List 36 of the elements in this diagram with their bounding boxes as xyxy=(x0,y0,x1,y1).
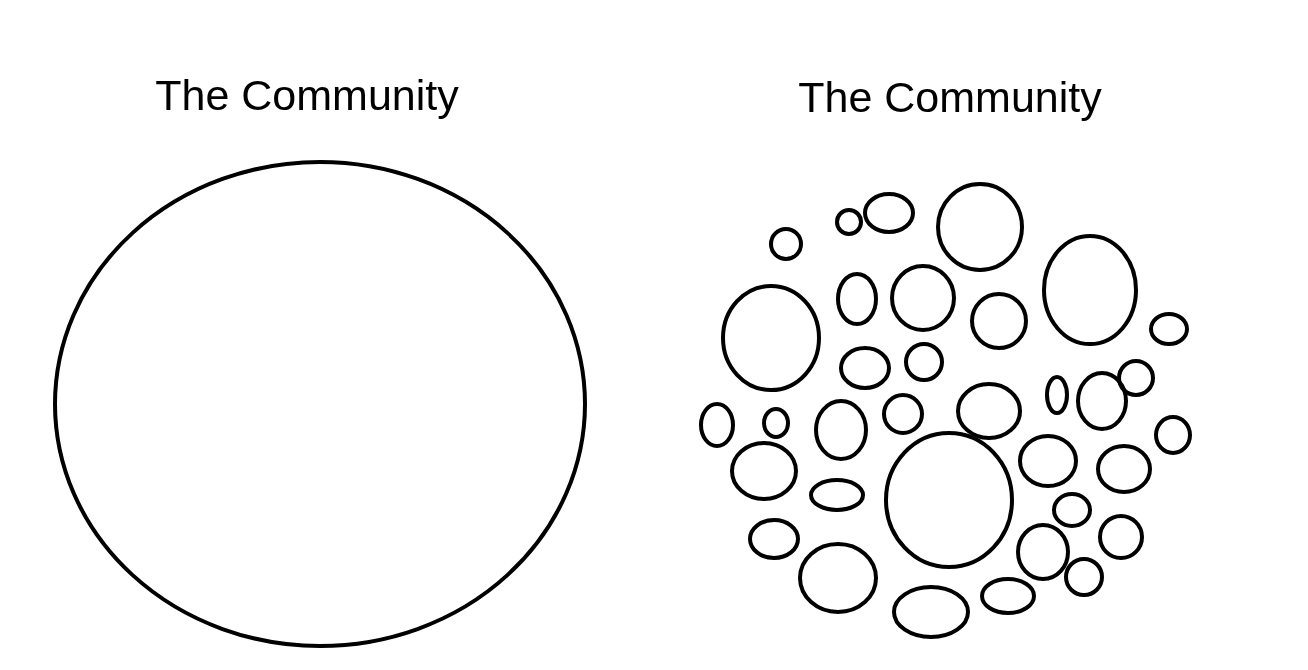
circle xyxy=(1149,312,1189,346)
circle xyxy=(884,431,1014,569)
circle xyxy=(1076,371,1128,431)
heading: The Community xyxy=(155,70,459,120)
circle xyxy=(956,382,1022,440)
circle xyxy=(1064,557,1104,597)
circle xyxy=(1042,234,1138,346)
circle xyxy=(1018,434,1078,488)
circle xyxy=(748,518,800,560)
circle xyxy=(798,542,878,614)
circle xyxy=(970,292,1028,350)
heading: The Community xyxy=(798,72,1102,122)
circle xyxy=(1045,375,1069,415)
circle xyxy=(721,284,821,392)
circle xyxy=(890,264,956,332)
circle xyxy=(809,478,865,512)
circle xyxy=(699,402,735,448)
circle xyxy=(892,585,970,639)
circle xyxy=(1016,523,1070,581)
circle xyxy=(1052,492,1092,528)
circle xyxy=(980,577,1036,615)
circle xyxy=(814,399,868,461)
circle xyxy=(863,192,915,234)
circle xyxy=(769,227,803,261)
circle xyxy=(1098,514,1144,560)
circle xyxy=(1117,359,1155,397)
circle xyxy=(1154,415,1192,455)
circle xyxy=(839,346,891,390)
circle xyxy=(835,208,863,236)
circle xyxy=(836,272,878,326)
circle xyxy=(762,407,790,439)
circle xyxy=(1096,444,1152,494)
circle xyxy=(882,393,924,435)
circle xyxy=(904,342,944,382)
circle xyxy=(730,441,798,501)
circle xyxy=(936,182,1024,272)
